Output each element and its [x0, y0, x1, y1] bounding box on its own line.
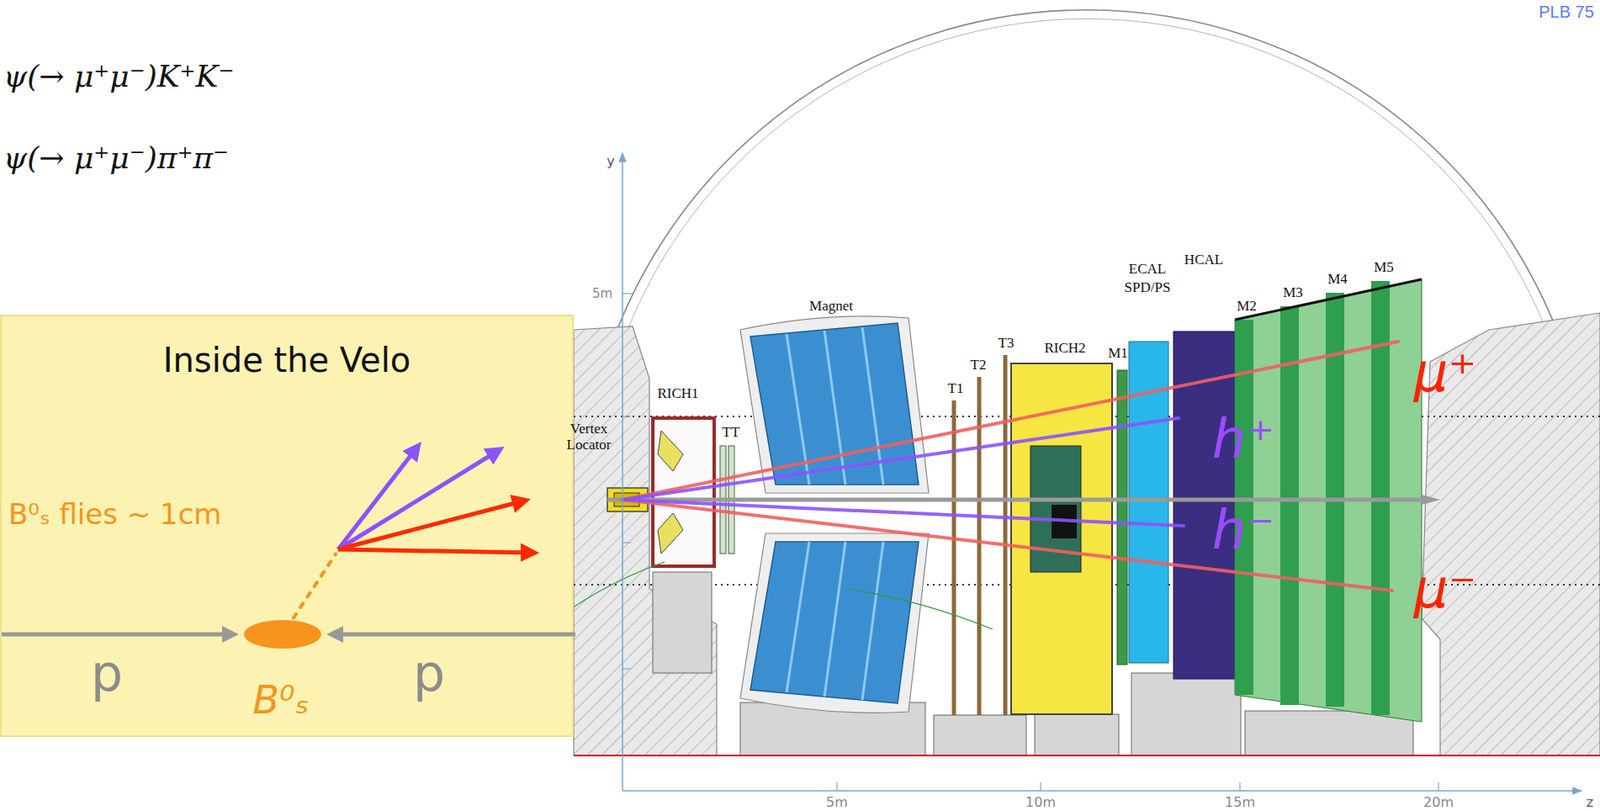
- drawing-part: [952, 400, 957, 716]
- drawing-part: [740, 316, 929, 493]
- drawing-part: [622, 499, 1393, 591]
- drawing-part: [1239, 782, 1240, 791]
- floor-line: [573, 754, 1600, 757]
- drawing-part: [836, 782, 838, 791]
- drawing-part: [622, 667, 631, 669]
- particle-label: μ⁺: [1414, 343, 1478, 403]
- decay-formula: ψ(→ μ⁺μ⁻)π⁺π⁻: [3, 141, 229, 175]
- drawing-part: [824, 541, 846, 697]
- beam-pipe: [607, 498, 1431, 503]
- drawing-part: [933, 715, 1027, 756]
- drawing-part: [1003, 354, 1008, 716]
- magnet: [740, 316, 929, 713]
- beam-pipe: [1421, 494, 1441, 505]
- axis-line: [621, 153, 624, 791]
- axis-tick-label: 20m: [1423, 794, 1454, 811]
- part-name: RICH1: [656, 386, 699, 403]
- part-name: M5: [1373, 259, 1394, 276]
- proton-label: p: [413, 645, 446, 701]
- drawing-part: [652, 572, 712, 673]
- part-name: ECAL: [1128, 261, 1166, 278]
- drawing-part: [622, 292, 633, 294]
- drawing-part: [622, 415, 631, 417]
- part-name: Vertex Locator: [558, 421, 620, 453]
- part-name: Magnet: [809, 298, 853, 315]
- beam-arrow: [1, 632, 231, 637]
- part-name: SPD/PS: [1124, 280, 1171, 297]
- flight-note: B⁰ₛ flies ~ 1cm: [8, 498, 223, 530]
- axis-tick-label: 5m: [826, 794, 848, 811]
- drawing-part: [740, 533, 929, 713]
- part-name: T3: [998, 335, 1015, 352]
- muon-arrow: [338, 549, 530, 553]
- bs-meson: [243, 619, 322, 649]
- proton-label: p: [90, 645, 123, 701]
- part-name: RICH2: [1043, 340, 1086, 357]
- particle-label: h⁺: [1212, 409, 1275, 469]
- tracking-station: [953, 354, 1006, 716]
- part-name: M3: [1282, 285, 1304, 302]
- hadron-arrow: [338, 451, 497, 550]
- drawing-part: [786, 541, 810, 693]
- drawing-part: [622, 341, 1399, 500]
- drawing-part: [622, 418, 1179, 500]
- meson-label: B⁰ₛ: [252, 678, 309, 722]
- part-name: M2: [1236, 298, 1257, 315]
- part-name: T1: [948, 381, 965, 398]
- axis-tick-label: 15m: [1224, 794, 1256, 811]
- drawing-part: [1034, 714, 1119, 756]
- drawing-part: [1245, 710, 1414, 756]
- beam-arrow: [334, 632, 576, 637]
- field-line: [849, 588, 993, 630]
- shielding-wall: [573, 326, 717, 756]
- rich1-mirror: [657, 513, 684, 554]
- drawing-part: [1039, 782, 1041, 791]
- drawing-part: [622, 541, 631, 543]
- particle-label: μ⁻: [1414, 559, 1478, 619]
- part-name: HCAL: [1184, 252, 1224, 269]
- axis-tick-label: 5m: [592, 286, 613, 302]
- drawing-part: [1131, 672, 1241, 756]
- muon-station: [1117, 370, 1128, 665]
- axis-tick-label: 10m: [1025, 794, 1056, 811]
- part-name: TT: [722, 424, 741, 441]
- flight-path: [292, 552, 337, 620]
- muon-arrow: [338, 501, 522, 550]
- drawing-part: [1437, 782, 1439, 791]
- hadron-arrow: [338, 449, 416, 550]
- reference-tag: PLB 75: [1538, 2, 1595, 22]
- panel-heading: Inside the Velo: [1, 339, 573, 381]
- particle-track: [622, 341, 1399, 591]
- drawing-part: [862, 541, 884, 700]
- rich1-mirror: [657, 430, 684, 472]
- particle-label: h⁻: [1212, 500, 1275, 560]
- axis-label: z: [1586, 794, 1594, 811]
- part-name: M4: [1327, 271, 1348, 288]
- drawing-part: [824, 330, 846, 485]
- part-name: T2: [970, 357, 987, 374]
- axis-line: [622, 789, 1582, 792]
- axis-tick: [622, 293, 1439, 791]
- drawing-part: [750, 541, 919, 704]
- decay-formula: ψ(→ μ⁺μ⁻)K⁺K⁻: [3, 59, 235, 94]
- axis-label: y: [606, 153, 615, 170]
- drawing-part: [622, 499, 1184, 526]
- part-name: M1: [1107, 345, 1129, 362]
